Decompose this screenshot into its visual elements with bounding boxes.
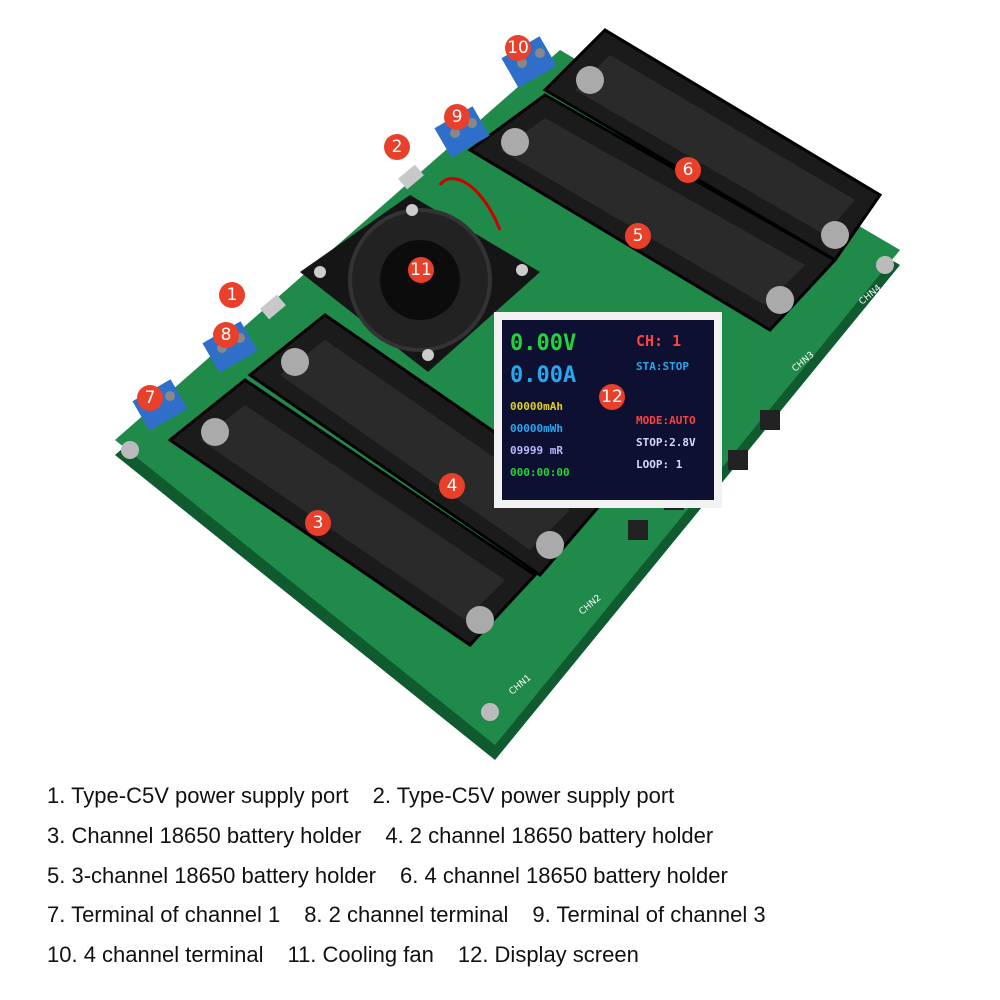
callout-circle: [505, 35, 531, 61]
callout-circle: [305, 510, 331, 536]
caption-item: 11. Cooling fan: [287, 942, 434, 967]
callout-marker-4: 4: [439, 473, 465, 499]
screen-loop: LOOP: 1: [636, 458, 683, 471]
caption-item: 1. Type-C5V power supply port: [47, 783, 349, 808]
callout-number: 6: [683, 160, 694, 180]
callout-number: 9: [452, 107, 463, 127]
callout-marker-3: 3: [305, 510, 331, 536]
callout-circle: [625, 223, 651, 249]
callout-marker-10: 10: [505, 35, 531, 61]
caption-line: 3. Channel 18650 battery holder 4. 2 chan…: [47, 823, 987, 849]
screen-channel: CH: 1: [636, 332, 681, 350]
terminal-channel-4: [501, 36, 557, 88]
caption-line: 5. 3-channel 18650 battery holder 6. 4 ch…: [47, 863, 987, 889]
callout-marker-1: 1: [219, 282, 245, 308]
display-screen: 0.00V 0.00A 00000mAh 00000mWh 09999 mR 0…: [494, 312, 722, 508]
screen-resistance: 09999 mR: [510, 444, 563, 457]
screw-icon: [876, 256, 894, 274]
screen-state: STA:STOP: [636, 360, 689, 373]
battery-holder-channel-1: [167, 378, 538, 647]
callout-marker-9: 9: [444, 104, 470, 130]
screen-current: 0.00A: [510, 363, 576, 388]
screen-stop: STOP:2.8V: [636, 436, 696, 449]
caption-item: 3. Channel 18650 battery holder: [47, 823, 362, 848]
caption-line: 1. Type-C5V power supply port 2. Type-C5V…: [47, 783, 987, 809]
caption-line: 7. Terminal of channel 1 8. 2 channel ter…: [47, 902, 987, 928]
usb-c-port-1: [260, 294, 286, 320]
screen-mah: 00000mAh: [510, 400, 563, 413]
callout-circle: [439, 473, 465, 499]
screw-icon: [481, 703, 499, 721]
caption-item: 7. Terminal of channel 1: [47, 902, 281, 927]
callout-number: 4: [447, 476, 458, 496]
screen-voltage: 0.00V: [510, 331, 576, 356]
callout-circle: [599, 384, 625, 410]
callout-number: 11: [410, 260, 432, 280]
callout-number: 7: [145, 388, 156, 408]
screw-icon: [121, 441, 139, 459]
caption-item: 12. Display screen: [457, 942, 639, 967]
callout-marker-6: 6: [675, 157, 701, 183]
caption-item: 8. 2 channel terminal: [304, 902, 509, 927]
caption-line: 10. 4 channel terminal 11. Cooling fan 12.…: [47, 942, 987, 968]
callout-number: 3: [313, 513, 324, 533]
caption-item: 2. Type-C5V power supply port: [372, 783, 675, 808]
callout-circle: [219, 282, 245, 308]
callout-circle: [675, 157, 701, 183]
caption-item: 9. Terminal of channel 3: [532, 902, 766, 927]
product-illustration: 0.00V 0.00A 00000mAh 00000mWh 09999 mR 0…: [115, 28, 900, 760]
callout-number: 10: [507, 38, 529, 58]
callout-number: 8: [221, 325, 232, 345]
screen-mwh: 00000mWh: [510, 422, 563, 435]
screen-time: 000:00:00: [510, 466, 570, 479]
callout-circle: [384, 134, 410, 160]
callout-marker-8: 8: [213, 322, 239, 348]
battery-holder-channel-4: [542, 28, 883, 262]
callout-marker-2: 2: [384, 134, 410, 160]
callout-number: 2: [392, 137, 403, 157]
callout-circle: [137, 385, 163, 411]
screen-mode: MODE:AUTO: [636, 414, 696, 427]
callout-marker-11: 11: [408, 257, 434, 283]
callout-number: 12: [601, 387, 623, 407]
callout-number: 1: [227, 285, 238, 305]
callout-marker-5: 5: [625, 223, 651, 249]
usb-c-port-2: [398, 164, 424, 190]
callout-number: 5: [633, 226, 644, 246]
callout-circle: [408, 257, 434, 283]
caption-item: 6. 4 channel 18650 battery holder: [400, 863, 728, 888]
callout-circle: [444, 104, 470, 130]
callout-circle: [213, 322, 239, 348]
caption-item: 5. 3-channel 18650 battery holder: [47, 863, 377, 888]
caption-item: 4. 2 channel 18650 battery holder: [385, 823, 714, 848]
callout-marker-12: 12: [599, 384, 625, 410]
callout-marker-7: 7: [137, 385, 163, 411]
caption-item: 10. 4 channel terminal: [47, 942, 264, 967]
